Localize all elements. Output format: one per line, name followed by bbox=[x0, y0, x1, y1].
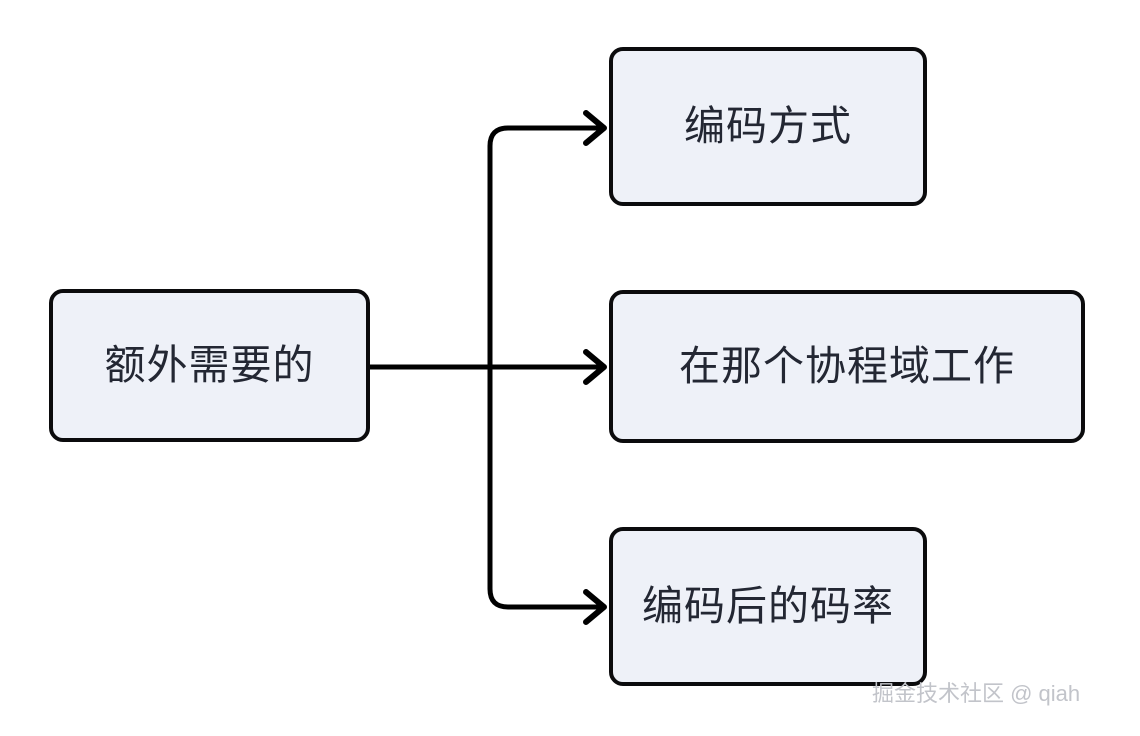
watermark: 掘金技术社区 @ qiah bbox=[872, 681, 1081, 706]
node-branch-0-label: 编码方式 bbox=[684, 103, 852, 149]
node-source[interactable]: 额外需要的 bbox=[49, 289, 370, 442]
node-branch-encoding-method[interactable]: 编码方式 bbox=[609, 47, 927, 206]
node-branch-2-label: 编码后的码率 bbox=[642, 583, 894, 629]
arrowhead-icon-branch-2 bbox=[583, 589, 607, 625]
node-source-label: 额外需要的 bbox=[104, 342, 315, 388]
arrowhead-icon-branch-0 bbox=[583, 110, 607, 146]
arrowhead-icon-branch-1 bbox=[583, 349, 607, 385]
node-branch-1-label: 在那个协程域工作 bbox=[679, 343, 1015, 389]
edge-to-branch-0 bbox=[487, 125, 600, 367]
node-branch-coroutine-scope[interactable]: 在那个协程域工作 bbox=[609, 290, 1085, 443]
node-branch-bitrate[interactable]: 编码后的码率 bbox=[609, 527, 927, 686]
edge-to-branch-2 bbox=[487, 367, 600, 610]
